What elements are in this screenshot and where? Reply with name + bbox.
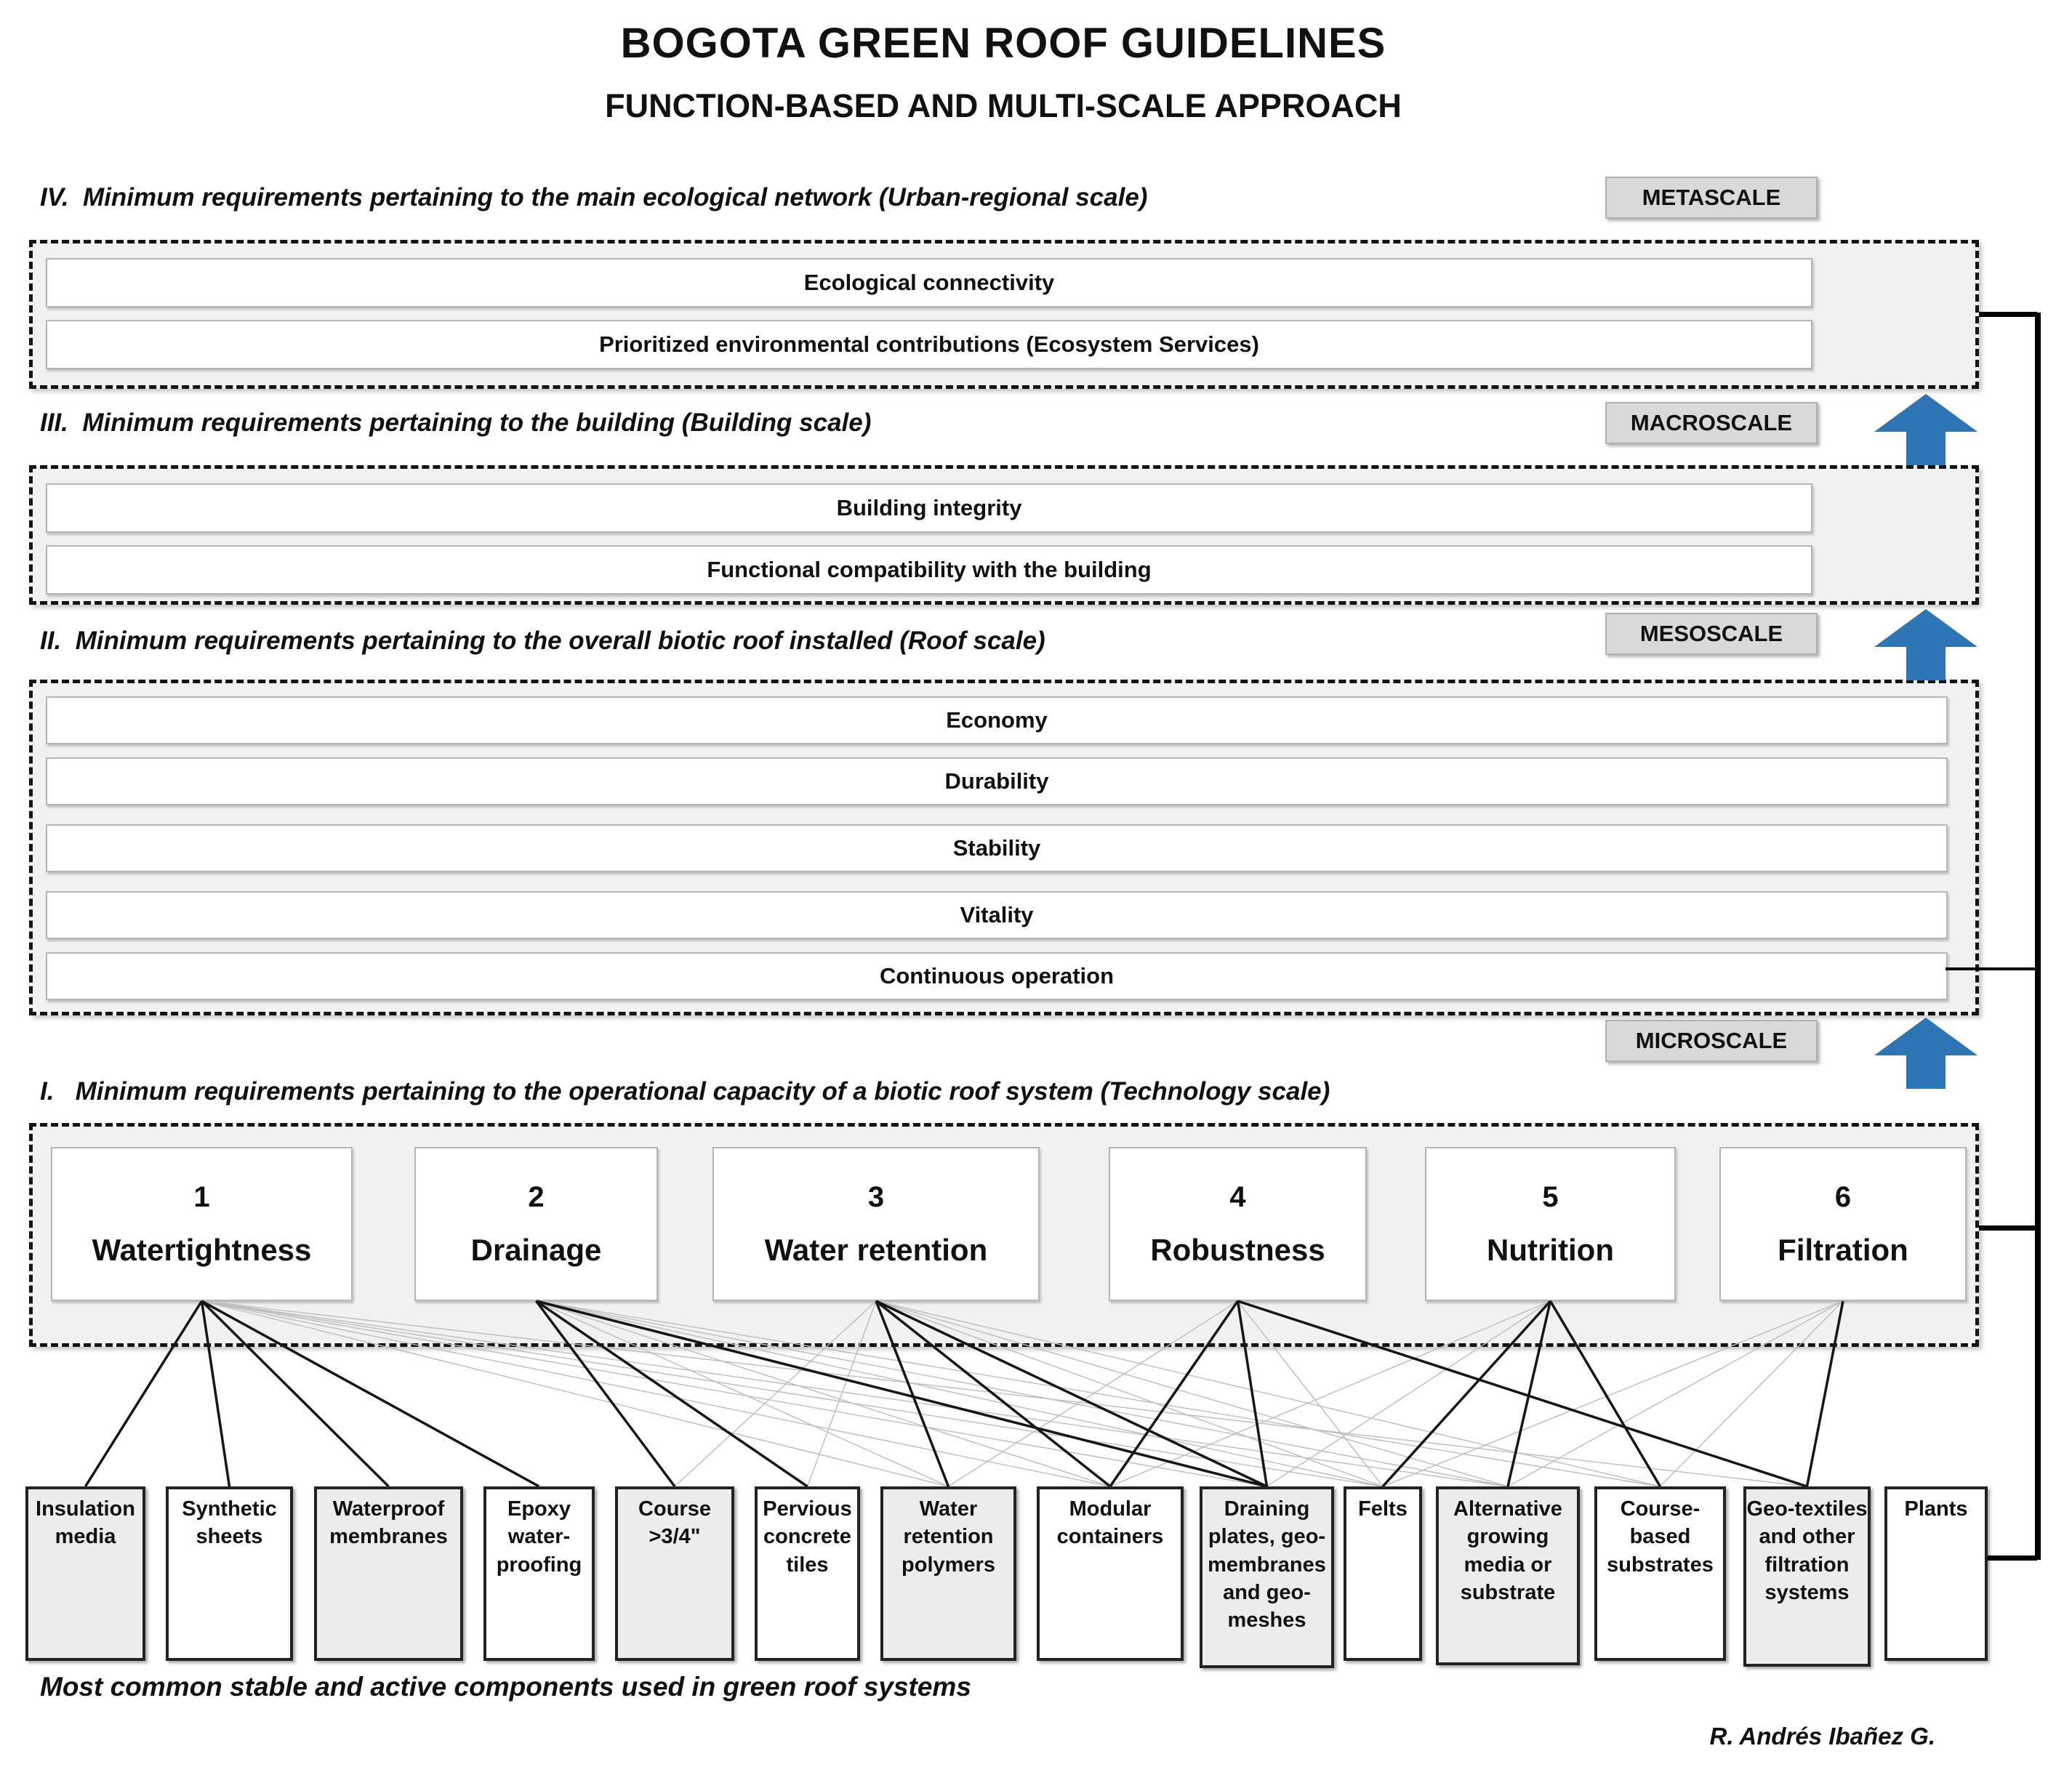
component-label: Pervious concrete tiles (763, 1497, 852, 1577)
up-arrow-icon (1874, 394, 1977, 465)
mesoscale-label: MESOSCALE (1605, 613, 1818, 655)
component-label: Modular containers (1056, 1497, 1164, 1549)
requirement-label: Filtration (1778, 1232, 1908, 1267)
arrow-shaft (1906, 647, 1945, 680)
section-ii-heading: II. Minimum requirements pertaining to t… (40, 627, 1045, 655)
arrow-head (1874, 609, 1977, 647)
component-label: Course-based substrates (1607, 1497, 1714, 1577)
component-box: Water retention polymers (880, 1486, 1016, 1661)
component-label: Felts (1358, 1497, 1408, 1521)
metascale-label: METASCALE (1605, 177, 1818, 219)
section-i-box: 1 Watertightness 2 Drainage 3 Water rete… (29, 1123, 1979, 1347)
microscale-label: MICROSCALE (1605, 1020, 1818, 1062)
requirement-row: Durability (46, 757, 1948, 805)
section-ii-box: Economy Durability Stability Vitality Co… (29, 680, 1979, 1015)
requirement-row: Stability (46, 824, 1948, 872)
component-box: Course-based substrates (1594, 1486, 1726, 1661)
author-credit: R. Andrés Ibañez G. (1709, 1723, 1935, 1750)
arrow-head (1874, 394, 1977, 432)
component-box: Course >3/4" (615, 1486, 734, 1661)
component-label: Waterproof membranes (329, 1497, 448, 1549)
component-box: Epoxy water-proofing (483, 1486, 595, 1661)
section-iv-box: Ecological connectivity Prioritized envi… (29, 240, 1979, 389)
section-iii-box: Building integrity Functional compatibil… (29, 465, 1979, 605)
requirement-row: Economy (46, 696, 1948, 744)
component-box: Synthetic sheets (166, 1486, 293, 1661)
requirement-row: Ecological connectivity (46, 258, 1812, 307)
arrow-shaft (1906, 432, 1945, 465)
component-label: Course >3/4" (638, 1497, 711, 1549)
page-title: BOGOTA GREEN ROOF GUIDELINES (620, 20, 1386, 67)
connector-vertical-line (2035, 313, 2041, 1560)
requirement-card-watertightness: 1 Watertightness (51, 1147, 353, 1301)
component-box: Geo-textiles and other filtration system… (1743, 1486, 1871, 1667)
component-box: Alternative growing media or substrate (1436, 1486, 1580, 1665)
component-box: Draining plates, geo-membranes and geo-m… (1200, 1486, 1334, 1668)
section-iv-heading: IV. Minimum requirements pertaining to t… (40, 183, 1148, 212)
requirement-row: Prioritized environmental contributions … (46, 320, 1812, 369)
requirement-row: Building integrity (46, 483, 1812, 533)
arrow-head (1874, 1018, 1977, 1055)
requirement-row-continuous-operation: Continuous operation (46, 952, 1948, 1000)
requirement-label: Water retention (764, 1232, 988, 1267)
component-label: Epoxy water-proofing (496, 1497, 582, 1577)
page-subtitle: FUNCTION-BASED AND MULTI-SCALE APPROACH (605, 87, 1402, 124)
requirement-card-robustness: 4 Robustness (1109, 1147, 1367, 1301)
component-label: Insulation media (36, 1497, 135, 1549)
up-arrow-icon (1874, 1018, 1977, 1089)
requirement-number: 2 (528, 1180, 545, 1213)
requirement-label: Robustness (1150, 1232, 1325, 1267)
connector-stub-metascale (1979, 312, 2037, 317)
requirement-card-water-retention: 3 Water retention (712, 1147, 1040, 1301)
component-label: Geo-textiles and other filtration system… (1746, 1497, 1868, 1604)
component-label: Plants (1904, 1497, 1968, 1521)
requirement-label: Nutrition (1487, 1232, 1614, 1267)
requirement-number: 4 (1229, 1180, 1246, 1213)
connector-stub-continuous-operation (1945, 967, 2037, 970)
requirement-card-nutrition: 5 Nutrition (1425, 1147, 1676, 1301)
component-box: Felts (1344, 1486, 1422, 1661)
macroscale-label: MACROSCALE (1605, 402, 1818, 444)
component-box: Waterproof membranes (314, 1486, 463, 1661)
component-box: Insulation media (25, 1486, 145, 1661)
component-label: Alternative growing media or substrate (1453, 1497, 1562, 1604)
component-box: Plants (1884, 1486, 1988, 1661)
requirement-label: Watertightness (92, 1232, 312, 1267)
requirement-number: 5 (1542, 1180, 1559, 1213)
requirement-number: 3 (867, 1180, 885, 1213)
connector-stub-section-i (1979, 1225, 2037, 1231)
component-label: Water retention polymers (902, 1497, 995, 1577)
section-i-heading: I. Minimum requirements pertaining to th… (40, 1077, 1330, 1106)
component-label: Draining plates, geo-membranes and geo-m… (1208, 1497, 1326, 1633)
requirement-number: 1 (193, 1180, 210, 1213)
requirement-number: 6 (1834, 1180, 1852, 1213)
component-box: Modular containers (1037, 1486, 1184, 1661)
arrow-shaft (1906, 1055, 1945, 1089)
requirement-label: Drainage (470, 1232, 602, 1267)
component-box: Pervious concrete tiles (755, 1486, 860, 1661)
footer-note: Most common stable and active components… (40, 1672, 971, 1702)
requirement-card-drainage: 2 Drainage (414, 1147, 658, 1301)
connector-stub-plants (1988, 1555, 2037, 1561)
requirement-row: Vitality (46, 891, 1948, 939)
requirement-card-filtration: 6 Filtration (1719, 1147, 1967, 1301)
section-iii-heading: III. Minimum requirements pertaining to … (40, 408, 872, 437)
up-arrow-icon (1874, 609, 1977, 680)
component-label: Synthetic sheets (182, 1497, 277, 1549)
requirement-row: Functional compatibility with the buildi… (46, 545, 1812, 595)
